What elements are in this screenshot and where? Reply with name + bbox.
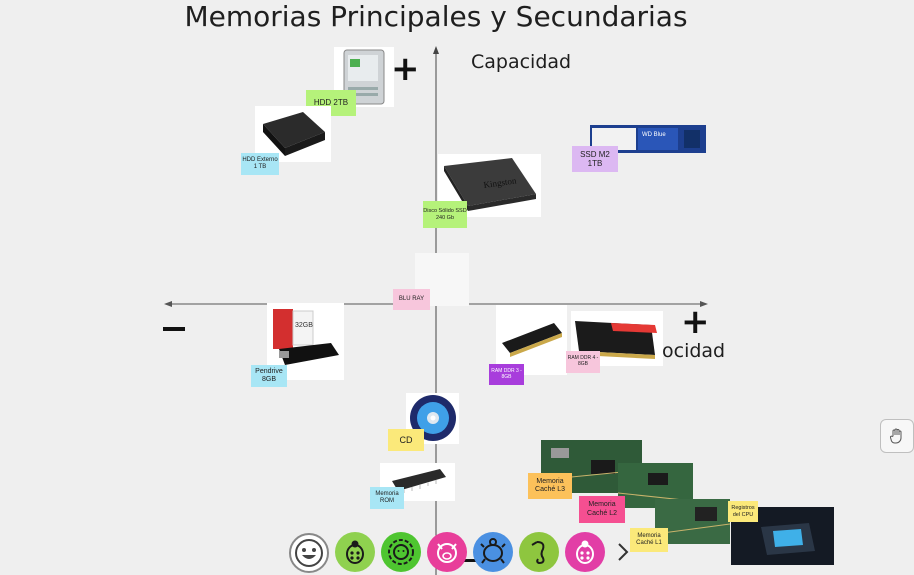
- ladybug-icon: [346, 540, 364, 564]
- turtle-icon: [480, 538, 506, 564]
- smiley-icon: [295, 539, 323, 567]
- pendrive-size-text: 32GB: [295, 322, 313, 329]
- hdd-externo-image[interactable]: [255, 106, 331, 162]
- plus-sign-right: +: [681, 302, 710, 342]
- note-ram-ddr4[interactable]: RAM DDR 4 - 8GB: [566, 351, 600, 373]
- x-axis-arrow-left: [164, 301, 172, 307]
- note-ssd-solido[interactable]: Disco Sólido SSD 240 Gb: [423, 201, 467, 228]
- sticker-pig[interactable]: [427, 532, 467, 572]
- y-axis-arrow: [433, 46, 439, 54]
- note-cache-l3[interactable]: Memoria Caché L3: [528, 473, 572, 499]
- pig-icon: [437, 543, 457, 563]
- sticker-ladybug-pink[interactable]: [565, 532, 605, 572]
- y-axis-label: Capacidad: [471, 51, 572, 73]
- minus-sign-left: [163, 327, 185, 331]
- sticker-turtle[interactable]: [473, 532, 513, 572]
- sticker-ladybug[interactable]: [335, 532, 375, 572]
- minus-sign-bottom: [464, 559, 476, 562]
- page-title: Memorias Principales y Secundarias: [184, 0, 688, 33]
- x-axis-arrow-right: [700, 301, 708, 307]
- note-ram-ddr3[interactable]: RAM DDR 3 - 8GB: [489, 364, 524, 385]
- plus-sign-top: +: [391, 49, 420, 89]
- kingston-text: Kingston: [483, 175, 518, 190]
- ladybug-pink-icon: [576, 540, 594, 564]
- sticker-smiley[interactable]: [289, 533, 329, 573]
- x-axis-label: ocidad: [662, 340, 726, 362]
- note-registros[interactable]: Registros del CPU: [728, 501, 758, 522]
- note-cache-l1[interactable]: Memoria Caché L1: [630, 528, 668, 552]
- rom-image[interactable]: [380, 463, 455, 501]
- note-bluray[interactable]: BLU RAY: [393, 289, 430, 310]
- pendrive-image[interactable]: 32GB: [267, 303, 344, 380]
- hand-tool-button[interactable]: [880, 419, 914, 453]
- note-cache-l2[interactable]: Memoria Caché L2: [579, 496, 625, 523]
- note-pendrive[interactable]: Pendrive 8GB: [251, 365, 287, 387]
- note-hdd-externo[interactable]: HDD Externo 1 TB: [241, 153, 279, 175]
- chevron-right-icon: [618, 543, 629, 561]
- note-rom[interactable]: Memoria ROM: [370, 487, 404, 509]
- hand-icon: [889, 428, 902, 444]
- note-ssd-m2[interactable]: SSD M2 1TB: [572, 146, 618, 172]
- note-cd[interactable]: CD: [388, 429, 424, 451]
- sticker-seahorse[interactable]: [519, 532, 559, 572]
- ram-ddr3-image[interactable]: [496, 305, 567, 375]
- seahorse-icon: [531, 541, 545, 565]
- lion-icon: [388, 539, 414, 565]
- sticker-lion[interactable]: [381, 532, 421, 572]
- next-stickers-button[interactable]: [613, 540, 633, 564]
- wd-label-text: WD Blue: [642, 132, 666, 138]
